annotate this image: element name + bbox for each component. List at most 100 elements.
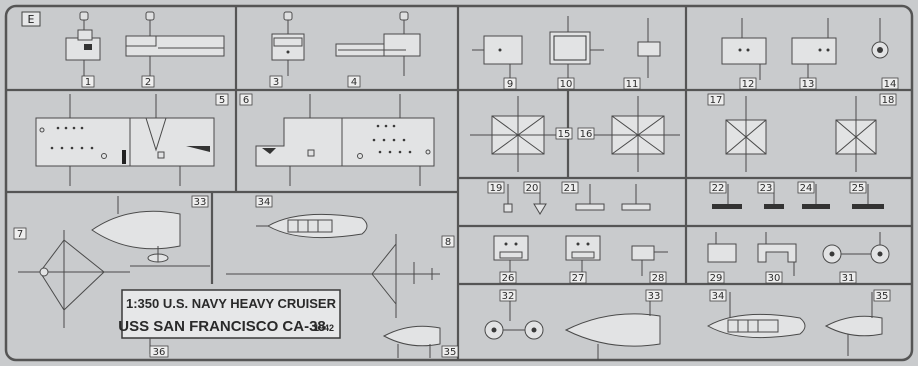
part-13 [791,18,837,80]
sprue-letter: E [28,13,35,26]
part-number-13: 13 [799,77,817,90]
part-number-25: 25 [849,181,867,194]
part-number-17: 17 [707,93,725,106]
part-4 [335,11,421,76]
part-6 [255,94,435,186]
part-35-small-hull-b [824,292,883,356]
part-29 [707,232,737,263]
part-number-18: 18 [879,93,897,106]
part-number-2: 2 [141,75,155,88]
part-9 [472,35,523,80]
svg-text:23: 23 [760,183,773,194]
nameplate-line-1: 1:350 U.S. NAVY HEAVY CRUISER [126,296,337,311]
svg-text:26: 26 [502,273,515,284]
part-number-24: 24 [797,181,815,194]
part-28 [631,245,668,276]
part-number-15: 15 [555,127,573,140]
part-21b [621,184,651,211]
part-number-35: 35 [441,345,459,358]
sprue-runners [6,6,912,360]
part-number-26: 26 [499,271,517,284]
nameplate-tag: 1:350 U.S. NAVY HEAVY CRUISER USS SAN FR… [118,289,341,354]
part-27 [565,235,601,276]
part-number-14: 14 [881,77,899,90]
part-35-small-hull [382,325,441,358]
part-number-11: 11 [623,77,641,90]
svg-text:24: 24 [800,183,813,194]
svg-text:29: 29 [710,273,723,284]
nameplate-border [121,289,341,339]
svg-text:19: 19 [490,183,503,194]
part-33-hull-b [564,292,661,360]
part-number-22: 22 [709,181,727,194]
svg-text:16: 16 [580,129,593,140]
svg-text:13: 13 [802,79,815,90]
svg-text:35: 35 [444,347,457,358]
part-11 [637,18,661,78]
svg-text:27: 27 [572,273,585,284]
svg-text:32: 32 [502,291,515,302]
svg-text:8: 8 [445,237,451,248]
svg-text:34: 34 [712,291,725,302]
part-16 [594,96,680,172]
part-26 [493,235,529,276]
part-number-9: 9 [503,77,517,90]
part-number-4: 4 [347,75,361,88]
part-number-5: 5 [215,93,229,106]
part-number-33: 33 [191,195,209,208]
part-number-29: 29 [707,271,725,284]
part-number-6: 6 [239,93,253,106]
svg-text:3: 3 [273,77,279,88]
nameplate-year: 1942 [314,323,334,333]
part-number-20: 20 [523,181,541,194]
part-number-19: 19 [487,181,505,194]
svg-text:7: 7 [17,229,23,240]
svg-text:15: 15 [558,129,571,140]
part-number-21: 21 [561,181,579,194]
svg-text:2: 2 [145,77,151,88]
part-24 [802,184,830,209]
svg-text:10: 10 [560,79,573,90]
part-8-mast [226,234,440,318]
part-5 [35,94,215,186]
svg-text:1: 1 [85,77,91,88]
part-number-1: 1 [81,75,95,88]
part-number-3: 3 [269,75,283,88]
part-number-35-b: 35 [873,289,891,302]
svg-text:18: 18 [882,95,895,106]
part-15 [470,96,556,172]
part-14 [871,18,889,59]
svg-text:35: 35 [876,291,889,302]
svg-text:12: 12 [742,79,755,90]
part-number-23: 23 [757,181,775,194]
part-number-33-b: 33 [645,289,663,302]
part-17 [725,96,767,172]
nameplate-line-2: USS SAN FRANCISCO CA-38 [118,318,326,335]
svg-text:25: 25 [852,183,865,194]
part-number-34: 34 [255,195,273,208]
part-31 [822,232,890,264]
svg-text:28: 28 [652,273,665,284]
part-32 [484,292,544,340]
svg-text:34: 34 [258,197,271,208]
part-22 [712,184,742,209]
part-25 [852,184,884,209]
part-1 [65,11,101,76]
svg-text:33: 33 [648,291,661,302]
part-12 [721,18,767,80]
part-2 [125,11,225,76]
part-number-7: 7 [13,227,27,240]
part-18 [835,96,877,172]
part-10 [549,16,604,80]
svg-text:22: 22 [712,183,725,194]
part-34-boat-b [706,292,806,339]
part-7-mast [18,230,210,328]
svg-text:21: 21 [564,183,577,194]
part-number-8: 8 [441,235,455,248]
part-number-16: 16 [577,127,595,140]
part-number-10: 10 [557,77,575,90]
part-number-34-b: 34 [709,289,727,302]
svg-text:11: 11 [626,79,639,90]
part-number-31: 31 [839,271,857,284]
part-number-30: 30 [765,271,783,284]
